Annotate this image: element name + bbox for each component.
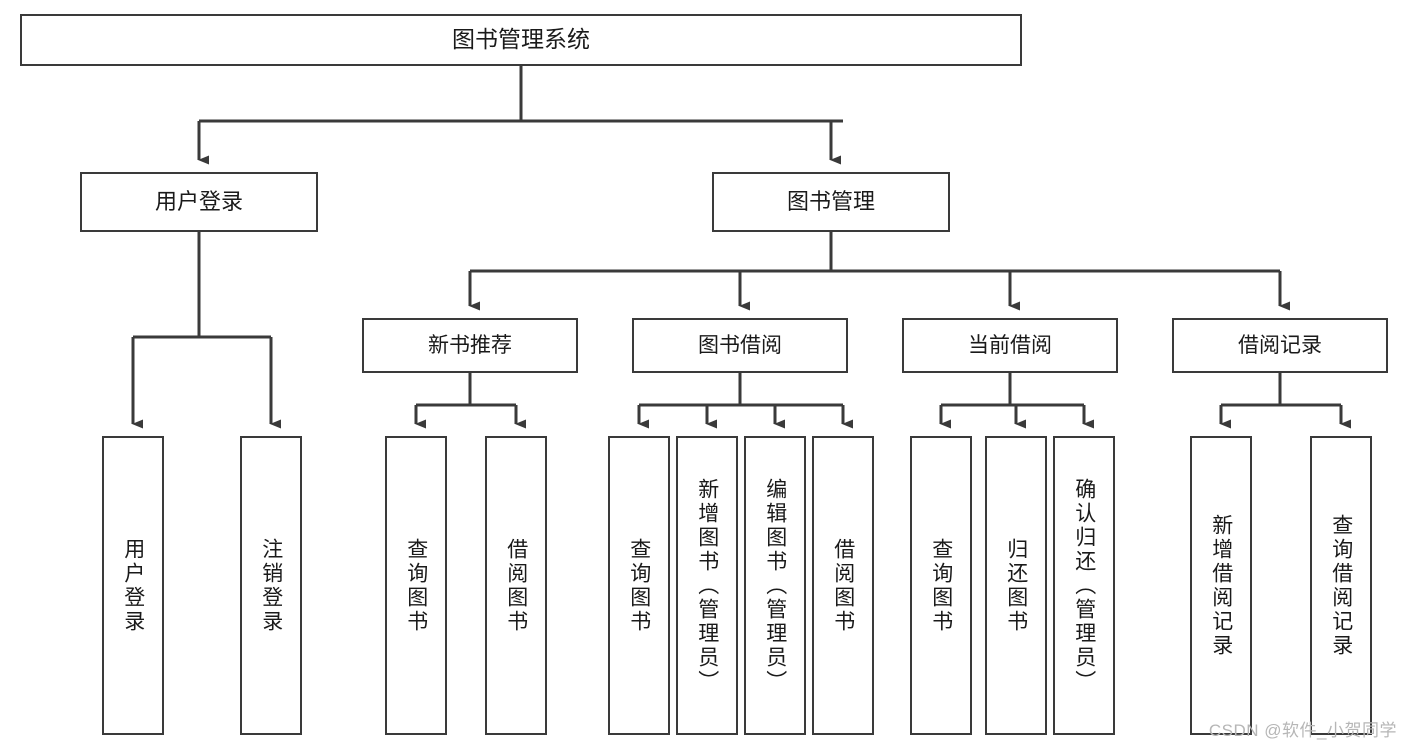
node-user-login-label: 用户登录: [154, 188, 243, 214]
node-leaf-borrow-book-2[interactable]: 借阅图书: [812, 436, 874, 735]
node-user-login[interactable]: 用户登录: [80, 172, 318, 232]
node-leaf-borrow-book-1-label: 借阅图书: [504, 537, 528, 634]
node-leaf-user-login[interactable]: 用户登录: [102, 436, 164, 735]
node-book-borrow[interactable]: 图书借阅: [632, 318, 848, 373]
node-current-borrow[interactable]: 当前借阅: [902, 318, 1118, 373]
node-root-label: 图书管理系统: [452, 26, 590, 53]
node-leaf-add-borrow-record[interactable]: 新增借阅记录: [1190, 436, 1252, 735]
node-root-system[interactable]: 图书管理系统: [20, 14, 1022, 66]
node-leaf-query-borrow-record-label: 查询借阅记录: [1329, 513, 1353, 658]
node-book-manage-label: 图书管理: [786, 188, 875, 214]
node-leaf-user-logout[interactable]: 注销登录: [240, 436, 302, 735]
node-leaf-return-book-label: 归还图书: [1004, 537, 1028, 634]
node-leaf-add-book[interactable]: 新增图书（管理员）: [676, 436, 738, 735]
node-leaf-return-book[interactable]: 归还图书: [985, 436, 1047, 735]
node-leaf-borrow-book-2-label: 借阅图书: [831, 537, 855, 634]
node-current-borrow-label: 当前借阅: [968, 333, 1052, 357]
node-leaf-query-book-1-label: 查询图书: [404, 537, 428, 634]
node-leaf-add-borrow-record-label: 新增借阅记录: [1209, 513, 1233, 658]
node-borrow-record-label: 借阅记录: [1238, 333, 1322, 357]
node-leaf-confirm-return-label: 确认归还（管理员）: [1072, 477, 1096, 694]
node-leaf-add-book-label: 新增图书（管理员）: [695, 477, 719, 694]
node-leaf-user-logout-label: 注销登录: [259, 537, 283, 634]
node-book-manage[interactable]: 图书管理: [712, 172, 950, 232]
node-leaf-query-borrow-record[interactable]: 查询借阅记录: [1310, 436, 1372, 735]
node-leaf-edit-book[interactable]: 编辑图书（管理员）: [744, 436, 806, 735]
node-leaf-query-book-2-label: 查询图书: [627, 537, 651, 634]
node-borrow-record[interactable]: 借阅记录: [1172, 318, 1388, 373]
node-book-borrow-label: 图书借阅: [698, 333, 782, 357]
node-leaf-user-login-label: 用户登录: [121, 537, 145, 634]
node-leaf-query-book-2[interactable]: 查询图书: [608, 436, 670, 735]
node-leaf-query-book-3-label: 查询图书: [929, 537, 953, 634]
node-leaf-query-book-3[interactable]: 查询图书: [910, 436, 972, 735]
node-leaf-borrow-book-1[interactable]: 借阅图书: [485, 436, 547, 735]
node-new-book-recommend-label: 新书推荐: [428, 333, 512, 357]
node-new-book-recommend[interactable]: 新书推荐: [362, 318, 578, 373]
node-leaf-edit-book-label: 编辑图书（管理员）: [763, 477, 787, 694]
node-leaf-query-book-1[interactable]: 查询图书: [385, 436, 447, 735]
node-leaf-confirm-return[interactable]: 确认归还（管理员）: [1053, 436, 1115, 735]
csdn-watermark: CSDN @软件_小贺同学: [1208, 721, 1397, 740]
